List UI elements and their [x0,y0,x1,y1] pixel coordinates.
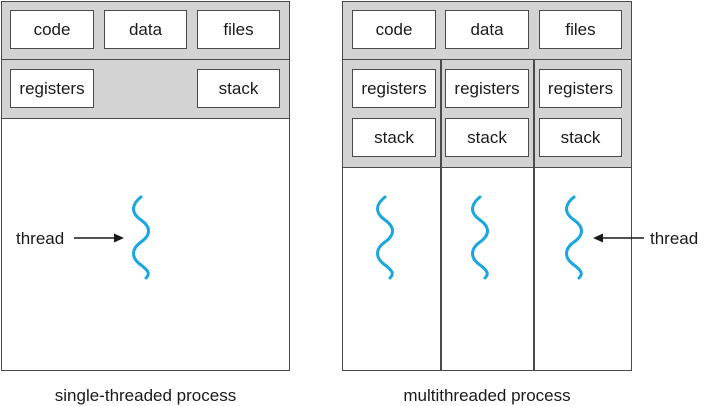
multi-thread1-registers-box: registers [352,69,436,108]
multi-thread1-stack-box: stack [352,118,436,157]
thread-squiggle-icon [471,195,489,280]
single-data-box: data [104,10,187,49]
multi-thread2-registers-box: registers [445,69,529,108]
arrow-head-icon [593,233,603,243]
multi-code-box: code [352,10,436,49]
multi-files-box: files [539,10,622,49]
thread-column-divider [440,60,442,371]
multi-data-box: data [445,10,529,49]
single-caption: single-threaded process [54,386,237,405]
thread-column-divider [533,60,535,371]
single-stack-box: stack [197,69,280,108]
multi-thread3-registers-box: registers [539,69,622,108]
single-files-box: files [197,10,280,49]
multi-thread2-stack-box: stack [445,118,529,157]
single-thread-label: thread [16,229,65,248]
thread-squiggle-icon [565,195,583,280]
multi-thread-label: thread [650,229,699,248]
arrow-head-icon [114,233,124,243]
thread-squiggle-icon [132,195,150,280]
single-code-box: code [10,10,94,49]
multi-caption: multithreaded process [403,386,571,405]
thread-squiggle-icon [376,195,394,280]
multi-thread3-stack-box: stack [539,118,622,157]
single-registers-box: registers [10,69,94,108]
